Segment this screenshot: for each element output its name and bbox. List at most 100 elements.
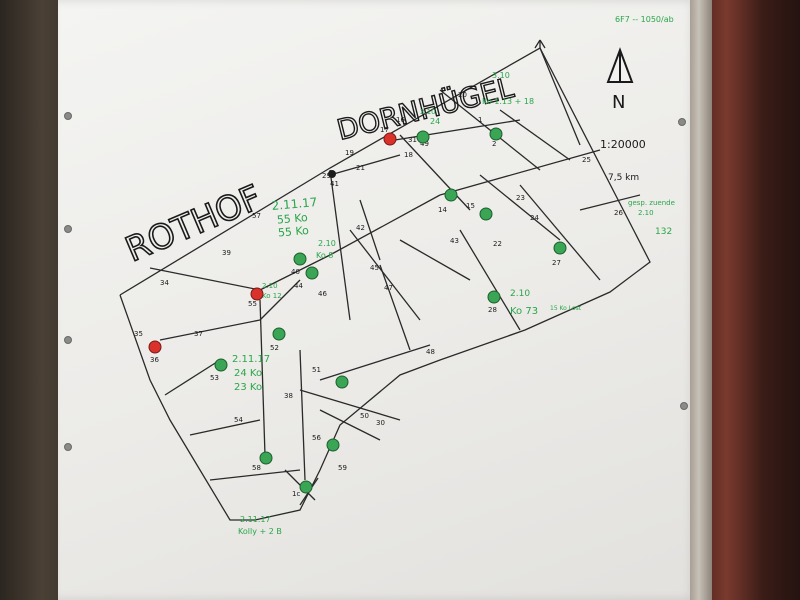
plot-number: 17 bbox=[380, 126, 389, 134]
plot-number: 23 bbox=[516, 194, 525, 202]
screw bbox=[64, 443, 72, 451]
green-marker[interactable] bbox=[444, 188, 458, 202]
screw bbox=[64, 225, 72, 233]
green-marker[interactable] bbox=[479, 207, 493, 221]
note-b-line: Ko 8 bbox=[316, 251, 333, 260]
plot-number: 1 bbox=[478, 116, 482, 124]
board-frame bbox=[690, 0, 712, 600]
plot-number: 22 bbox=[493, 240, 502, 248]
plot-number: 38 bbox=[284, 392, 293, 400]
plot-number: 46 bbox=[318, 290, 327, 298]
note-f-line: 3.10 bbox=[492, 71, 510, 80]
plot-number: 47 bbox=[384, 284, 393, 292]
note-a-line: 55 Ko bbox=[276, 211, 308, 227]
note-e-line: Ko 73 bbox=[510, 306, 538, 317]
green-marker[interactable] bbox=[299, 480, 313, 494]
plot-number: 41 bbox=[330, 180, 339, 188]
note-i: 15 Ko Lost bbox=[550, 305, 582, 312]
plot-number: 1c bbox=[292, 490, 300, 498]
plot-number: 30 bbox=[376, 419, 385, 427]
green-marker[interactable] bbox=[335, 375, 349, 389]
note-f-line: Ko 1.13 + 18 bbox=[482, 97, 534, 106]
plot-number: 37 bbox=[194, 330, 203, 338]
note-d-line: 23 Ko bbox=[234, 382, 262, 393]
plot-number: 44 bbox=[294, 282, 303, 290]
note-h-line: 2.11.17 bbox=[240, 515, 271, 524]
plot-number: 53 bbox=[210, 374, 219, 382]
plot-number: 43 bbox=[450, 237, 459, 245]
plot-number: 51 bbox=[312, 366, 321, 374]
screw bbox=[64, 336, 72, 344]
plot-number: 49 bbox=[420, 140, 429, 148]
plot-number: 39 bbox=[222, 249, 231, 257]
note-d-line: 2.11.17 bbox=[232, 354, 270, 365]
plot-number: 25 bbox=[582, 156, 591, 164]
plot-number: 48 bbox=[426, 348, 435, 356]
plot-number: 21 bbox=[356, 164, 365, 172]
red-marker[interactable] bbox=[383, 132, 397, 146]
green-marker[interactable] bbox=[489, 127, 503, 141]
note-c-line: Ko 12 bbox=[262, 292, 282, 300]
red-marker[interactable] bbox=[148, 340, 162, 354]
green-marker[interactable] bbox=[416, 130, 430, 144]
note-g-line: 24 bbox=[430, 117, 440, 126]
plot-number: 2 bbox=[492, 140, 496, 148]
note-e-line: 2.10 bbox=[510, 289, 530, 299]
green-marker[interactable] bbox=[305, 266, 319, 280]
screw bbox=[678, 118, 686, 126]
plot-number: 18 bbox=[404, 151, 413, 159]
map-boundary-lines bbox=[119, 39, 651, 521]
title-rothof: ROTHOF bbox=[120, 178, 267, 271]
plot-number: 54 bbox=[234, 416, 243, 424]
plot-markers bbox=[148, 127, 567, 494]
plot-number: 57 bbox=[252, 212, 261, 220]
red-marker[interactable] bbox=[250, 287, 264, 301]
green-marker[interactable] bbox=[259, 451, 273, 465]
side-note-line2: 2.10 bbox=[638, 209, 654, 217]
plot-number: 45 bbox=[370, 264, 379, 272]
screw bbox=[64, 112, 72, 120]
plot-number: 20 bbox=[458, 91, 467, 99]
green-marker[interactable] bbox=[326, 438, 340, 452]
plot-number: 28 bbox=[488, 306, 497, 314]
plot-numbers: 34 35 36 37 38 39 40 41 42 43 44 45 46 4… bbox=[134, 91, 623, 498]
plot-number: 29 bbox=[322, 172, 331, 180]
plot-number: 42 bbox=[356, 224, 365, 232]
plot-number: 36 bbox=[150, 356, 159, 364]
plot-number: 31 bbox=[408, 136, 417, 144]
plot-number: 15 bbox=[466, 202, 475, 210]
top-right-note: 6F7 -- 1050/ab bbox=[615, 15, 674, 24]
plot-number: 35 bbox=[134, 330, 143, 338]
annotations: 2.11.17 55 Ko 55 Ko 2.10 Ko 8 2.10 Ko 12… bbox=[232, 71, 582, 536]
plot-number: 58 bbox=[252, 464, 261, 472]
plot-number: 40 bbox=[291, 268, 300, 276]
side-note-number: 132 bbox=[655, 227, 672, 237]
side-note-line1: gesp. zuende bbox=[628, 199, 675, 207]
screw bbox=[680, 402, 688, 410]
note-a-line: 2.11.17 bbox=[271, 195, 318, 213]
plot-number: 27 bbox=[552, 259, 561, 267]
plot-number: 59 bbox=[338, 464, 347, 472]
black-marker[interactable] bbox=[328, 170, 336, 178]
plot-number: 19 bbox=[345, 149, 354, 157]
scale-label: 1:20000 bbox=[600, 138, 646, 151]
note-h-line: Kolly + 2 B bbox=[238, 527, 282, 536]
green-marker[interactable] bbox=[487, 290, 501, 304]
green-marker[interactable] bbox=[272, 327, 286, 341]
green-marker[interactable] bbox=[553, 241, 567, 255]
north-label: N bbox=[612, 92, 625, 113]
green-marker[interactable] bbox=[293, 252, 307, 266]
note-b-line: 2.10 bbox=[318, 239, 336, 248]
plot-number: 26 bbox=[614, 209, 623, 217]
plot-number: 14 bbox=[438, 206, 447, 214]
green-marker[interactable] bbox=[214, 358, 228, 372]
plot-number: 52 bbox=[270, 344, 279, 352]
plot-number: 34 bbox=[160, 279, 169, 287]
distance-label: 7,5 km bbox=[608, 173, 639, 183]
note-d-line: 24 Ko bbox=[234, 368, 262, 379]
wall-right bbox=[708, 0, 800, 600]
plot-number: 24 bbox=[530, 214, 539, 222]
note-a-line: 55 Ko bbox=[277, 224, 309, 240]
plot-number: 56 bbox=[312, 434, 321, 442]
